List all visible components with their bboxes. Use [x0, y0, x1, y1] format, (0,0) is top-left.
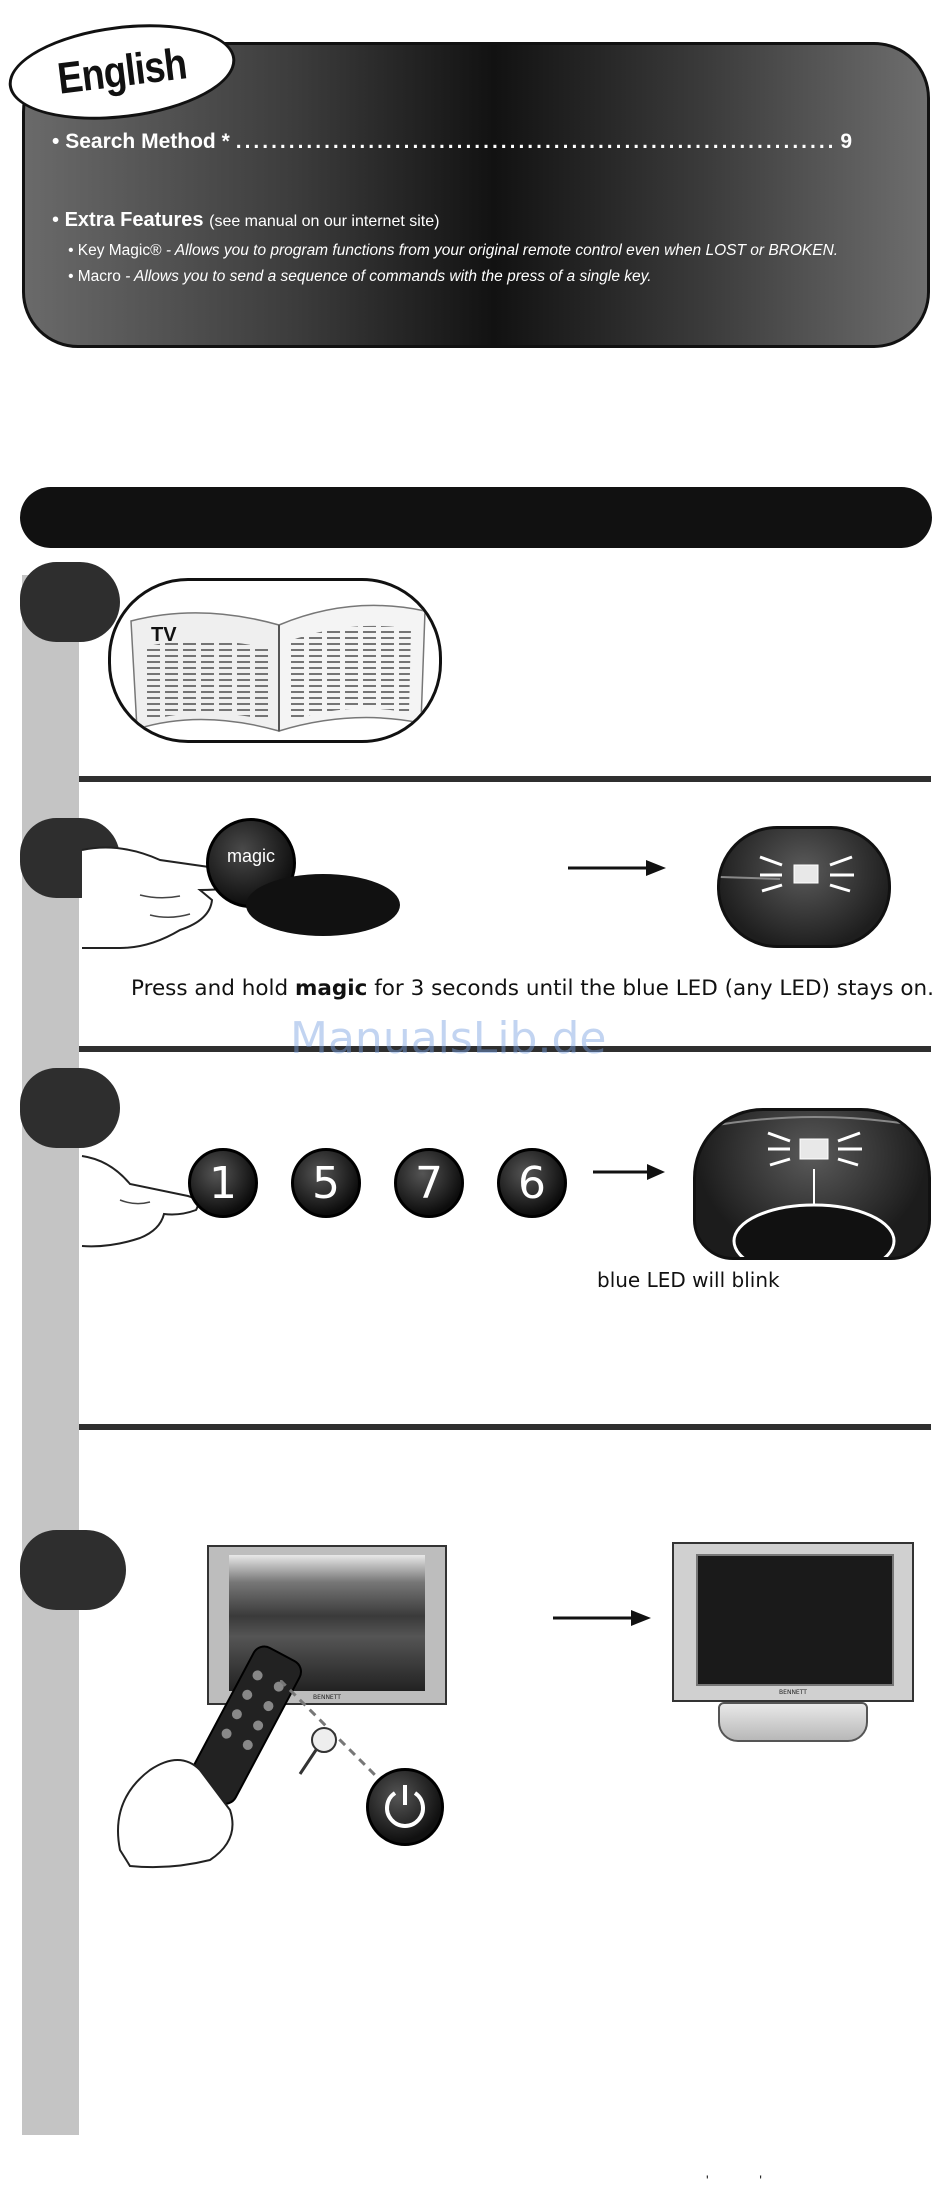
toc-entry-title: Search Method *	[65, 130, 230, 153]
magic-highlight-oval	[246, 874, 400, 936]
arrow-right-icon	[568, 860, 666, 876]
bullet: •	[52, 130, 60, 153]
step-divider	[79, 776, 931, 782]
led-indicator-window	[717, 826, 891, 948]
magic-button-label: magic	[226, 845, 275, 866]
step-1-marker	[20, 562, 120, 642]
number-key-6[interactable]: 6	[497, 1148, 567, 1218]
language-label: English	[54, 39, 190, 104]
toc-entry-search-method[interactable]: • Search Method * ......................…	[52, 130, 852, 154]
side-rail	[22, 575, 79, 2135]
pointing-hand-icon	[81, 1155, 199, 1248]
page-edge-marks: ' '	[706, 2172, 762, 2188]
steps-title-bar	[20, 487, 932, 548]
feature-name: Key Magic®	[77, 242, 162, 259]
instruction-bold: magic	[294, 976, 368, 1001]
toc-entry-page: 9	[840, 130, 852, 153]
tv-off-illustration: BENNETT	[672, 1542, 914, 1702]
code-book-illustration: TV	[108, 578, 442, 743]
pointing-hand-icon	[81, 846, 243, 949]
power-button[interactable]	[366, 1768, 444, 1846]
number-key-5[interactable]: 5	[291, 1148, 361, 1218]
hand-holding-remote-icon	[117, 1645, 302, 1869]
feature-name: Macro	[77, 268, 121, 285]
bullet: •	[68, 242, 74, 259]
feature-description: - Allows you to program functions from y…	[165, 242, 839, 259]
led-lit-icon	[720, 855, 854, 893]
instruction-text: for 3 seconds until the blue LED (any LE…	[367, 976, 934, 1001]
led-indicator-window	[693, 1108, 931, 1260]
extra-features-note: (see manual on our internet site)	[209, 213, 440, 230]
step-2-instruction: Press and hold magic for 3 seconds until…	[131, 976, 934, 1001]
extra-features-title: Extra Features	[64, 209, 204, 231]
pointer-line-icon	[280, 1680, 382, 1782]
instruction-text: Press and hold	[131, 976, 295, 1001]
leader-dots: ........................................…	[235, 130, 835, 153]
toc-entry-extra-features: • Extra Features (see manual on our inte…	[52, 209, 439, 232]
power-icon	[385, 1785, 425, 1828]
number-key-1[interactable]: 1	[188, 1148, 258, 1218]
arrow-right-icon	[553, 1610, 651, 1626]
step-divider	[79, 1046, 931, 1052]
tv-stand	[718, 1702, 868, 1742]
tv-brand-label: BENNETT	[313, 1694, 341, 1701]
blink-caption: blue LED will blink	[597, 1268, 780, 1292]
bullet: •	[52, 209, 60, 231]
arrow-right-icon	[593, 1164, 665, 1180]
led-blinking-icon	[696, 1116, 928, 1257]
open-book-icon: TV	[130, 604, 426, 733]
book-tv-label: TV	[151, 624, 177, 646]
number-key-7[interactable]: 7	[394, 1148, 464, 1218]
tv-screen-off	[696, 1554, 894, 1686]
extra-feature-key-magic: • Key Magic® - Allows you to program fun…	[68, 242, 838, 260]
step-divider	[79, 1424, 931, 1430]
step-4-marker	[20, 1530, 126, 1610]
watermark: ManualsLib.de	[290, 1013, 607, 1064]
step-3-marker	[20, 1068, 120, 1148]
tv-brand-label: BENNETT	[779, 1689, 807, 1696]
extra-feature-macro: • Macro - Allows you to send a sequence …	[68, 268, 652, 286]
feature-description: - Allows you to send a sequence of comma…	[125, 268, 652, 285]
bullet: •	[68, 268, 74, 285]
